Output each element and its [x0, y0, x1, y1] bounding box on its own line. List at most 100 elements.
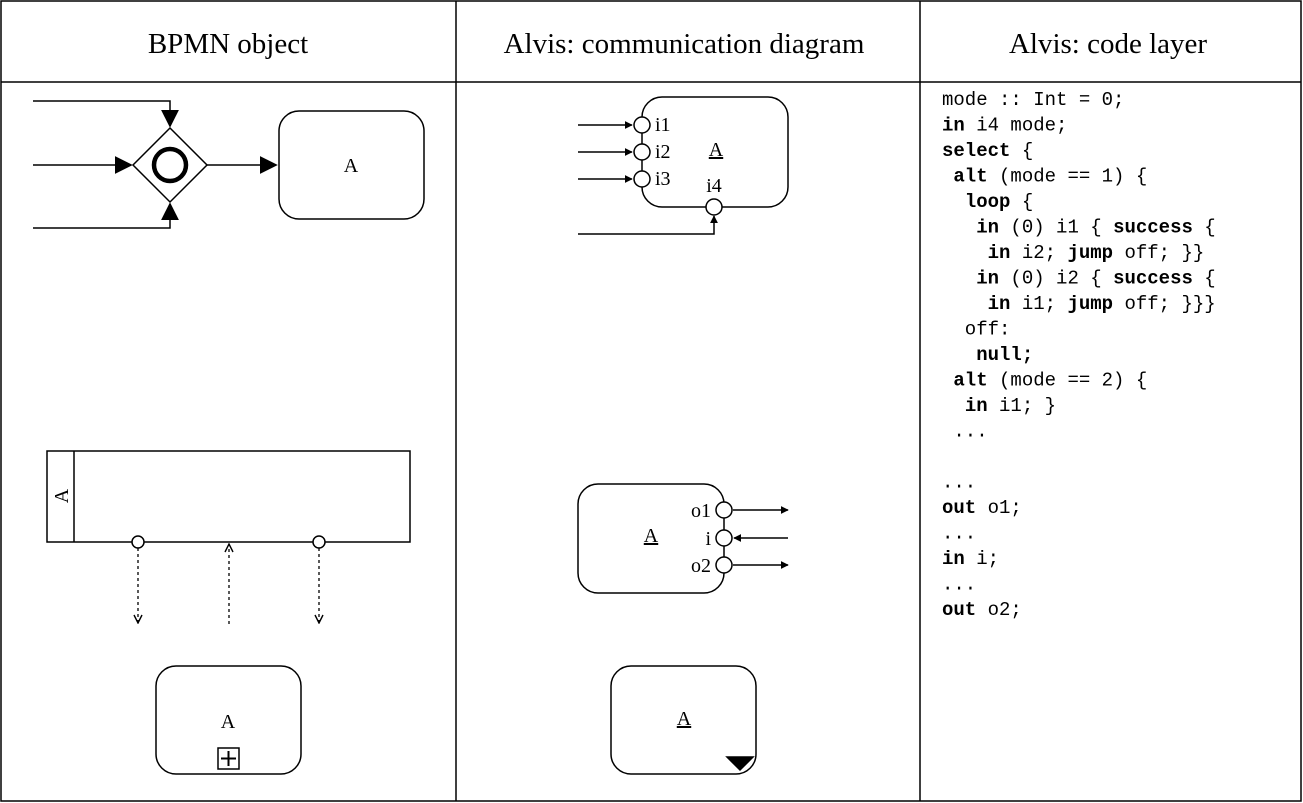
- bpmn-event-gateway-diagram: [33, 100, 425, 229]
- code-line: off:: [942, 319, 1010, 341]
- code-keyword: success: [1113, 217, 1193, 239]
- code-text: {: [1193, 268, 1216, 290]
- alvis-code-listing: mode :: Int = 0;in i4 mode;select { alt …: [942, 89, 1216, 621]
- code-keyword: out: [942, 599, 976, 621]
- code-text: [942, 191, 965, 213]
- port-o1-label: o1: [691, 500, 711, 522]
- code-line: loop {: [942, 191, 1033, 213]
- code-text: [942, 217, 976, 239]
- bpmn-task-label: A: [344, 155, 359, 177]
- code-text: [942, 370, 953, 392]
- code-text: [942, 293, 988, 315]
- gateway-input-flow-top: [33, 100, 179, 128]
- code-text: [942, 395, 965, 417]
- code-text: i1; }: [988, 395, 1056, 417]
- port-o2-label: o2: [691, 555, 711, 577]
- code-line: in i2; jump off; }}: [942, 242, 1204, 264]
- code-keyword: out: [942, 497, 976, 519]
- header-communication-diagram: Alvis: communication diagram: [504, 28, 865, 60]
- code-text: ...: [942, 523, 976, 545]
- bpmn-pool-label: A: [51, 488, 73, 503]
- code-line: out o2;: [942, 599, 1022, 621]
- code-keyword: null;: [976, 344, 1033, 366]
- alvis-agent-box-3: [610, 665, 757, 775]
- code-line: in i4 mode;: [942, 115, 1067, 137]
- input-arrow-i4: [578, 215, 718, 235]
- code-line: mode :: Int = 0;: [942, 89, 1124, 111]
- code-keyword: jump: [1067, 242, 1113, 264]
- code-keyword: in: [942, 548, 965, 570]
- code-text: off:: [942, 319, 1010, 341]
- code-text: i;: [965, 548, 999, 570]
- code-line: out o1;: [942, 497, 1022, 519]
- alvis-agent-name: A: [709, 139, 724, 161]
- alvis-agent-name-3: A: [677, 708, 692, 730]
- gateway-input-flow-bottom: [33, 202, 179, 229]
- code-text: ...: [942, 574, 976, 596]
- alvis-agent-name-2: A: [644, 525, 659, 547]
- message-flow-source-1: [131, 535, 145, 549]
- code-keyword: alt: [953, 166, 987, 188]
- port-i3-circle: [633, 170, 651, 188]
- port-i2-circle: [633, 143, 651, 161]
- code-text: (0) i2 {: [999, 268, 1113, 290]
- code-text: ...: [942, 472, 976, 494]
- bpmn-pool-diagram: [46, 450, 411, 624]
- message-flow-source-2: [312, 535, 326, 549]
- event-gateway-diamond: [131, 126, 209, 204]
- code-line: null;: [942, 344, 1033, 366]
- alvis-hierarchical-agent-diagram: [610, 665, 757, 775]
- code-keyword: in: [988, 293, 1011, 315]
- port-o1-circle: [715, 501, 733, 519]
- code-keyword: in: [965, 395, 988, 417]
- code-line: in (0) i2 { success {: [942, 268, 1216, 290]
- code-keyword: in: [942, 115, 965, 137]
- code-text: {: [1010, 140, 1033, 162]
- code-text: {: [1193, 217, 1216, 239]
- alvis-agent-output-ports-diagram: [577, 483, 789, 594]
- header-bpmn-object: BPMN object: [148, 28, 308, 60]
- code-keyword: in: [976, 217, 999, 239]
- code-text: (mode == 1) {: [988, 166, 1148, 188]
- port-i1-circle: [633, 116, 651, 134]
- code-text: i1;: [1010, 293, 1067, 315]
- header-code-layer: Alvis: code layer: [1009, 28, 1207, 60]
- code-line: alt (mode == 2) {: [942, 370, 1147, 392]
- code-line: in i;: [942, 548, 999, 570]
- code-line: in (0) i1 { success {: [942, 217, 1216, 239]
- code-keyword: success: [1113, 268, 1193, 290]
- code-line: ...: [942, 421, 988, 443]
- code-text: i4 mode;: [965, 115, 1068, 137]
- code-line: in i1; jump off; }}}: [942, 293, 1216, 315]
- code-line: alt (mode == 1) {: [942, 166, 1147, 188]
- bpmn-pool: [46, 450, 411, 543]
- port-i4-circle: [705, 198, 723, 216]
- port-i-label: i: [705, 528, 711, 550]
- code-text: off; }}: [1113, 242, 1204, 264]
- port-i-circle: [715, 529, 733, 547]
- bpmn-task-box: [278, 110, 425, 220]
- code-text: (mode == 2) {: [988, 370, 1148, 392]
- alvis-agent-input-ports-diagram: [578, 96, 789, 235]
- code-text: off; }}}: [1113, 293, 1216, 315]
- code-line: ...: [942, 523, 976, 545]
- code-keyword: in: [988, 242, 1011, 264]
- code-keyword: in: [976, 268, 999, 290]
- code-keyword: jump: [1067, 293, 1113, 315]
- bpmn-subprocess-box: [155, 665, 302, 775]
- subprocess-marker-plus-icon: [217, 747, 240, 770]
- port-i3-label: i3: [655, 168, 671, 190]
- code-line: ...: [942, 472, 976, 494]
- port-i2-label: i2: [655, 141, 671, 163]
- code-text: o2;: [976, 599, 1022, 621]
- code-text: mode :: Int = 0;: [942, 89, 1124, 111]
- hierarchical-agent-marker-triangle-icon: [725, 756, 755, 772]
- code-text: [942, 166, 953, 188]
- code-text: [942, 242, 988, 264]
- port-o2-circle: [715, 556, 733, 574]
- bpmn-subprocess-label: A: [221, 711, 236, 733]
- code-line: in i1; }: [942, 395, 1056, 417]
